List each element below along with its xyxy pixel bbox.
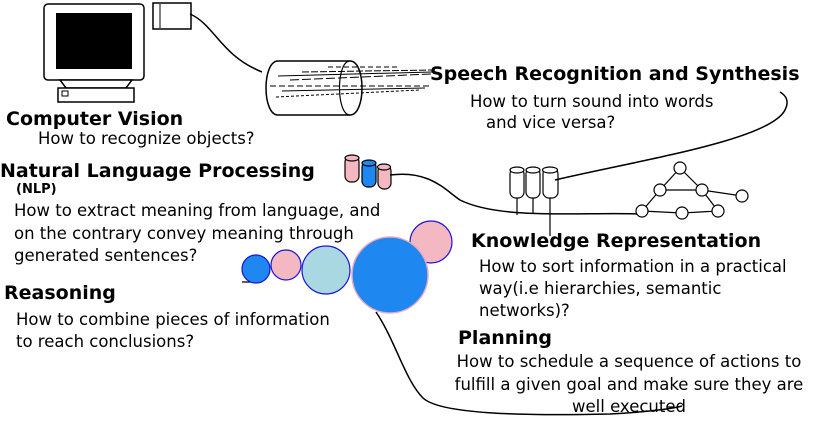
planning-question-line-1: How to schedule a sequence of actions to [456,352,802,371]
camera-icon [152,2,192,30]
planning-question-line-3: well executed [572,397,686,416]
nlp-question-line-1: How to extract meaning from language, an… [14,201,381,220]
computer-monitor-icon [43,3,145,103]
knowledge-question-line-2: way(i.e hierarchies, semantic [479,279,722,298]
speech-question-line-2: and vice versa? [486,113,616,132]
nlp-cable [389,173,641,215]
speech-question-line-1: How to turn sound into words [470,92,714,111]
sound-lines [270,66,433,98]
vision-title: Computer Vision [6,108,184,130]
nlp-title: Natural Language Processing [0,160,315,182]
planning-title: Planning [458,327,552,349]
nlp-question-line-3: generated sentences? [14,246,198,265]
reasoning-title: Reasoning [4,282,116,304]
planning-cable [375,311,683,416]
semantic-network-icon [635,161,749,220]
reasoning-question-line-2: to reach conclusions? [16,332,195,351]
nlp-cylinders-icon [344,154,392,190]
camera-cable [189,13,263,73]
knowledge-question-line-3: networks)? [479,301,570,320]
nlp-abbreviation: (NLP) [16,182,57,197]
speech-title: Speech Recognition and Synthesis [430,63,800,85]
knowledge-question-line-1: How to sort information in a practical [479,257,787,276]
sound-capsule-icon [265,60,363,116]
knowledge-title: Knowledge Representation [471,230,762,252]
vision-question: How to recognize objects? [38,129,255,148]
knowledge-cylinders-icon [509,166,559,236]
reasoning-question-line-1: How to combine pieces of information [16,310,330,329]
planning-question-line-2: fulfill a given goal and make sure they … [454,375,804,394]
nlp-question-line-2: on the contrary convey meaning through [14,224,354,243]
speech-cable [554,91,788,181]
reasoning-bubbles-icon [241,220,453,314]
